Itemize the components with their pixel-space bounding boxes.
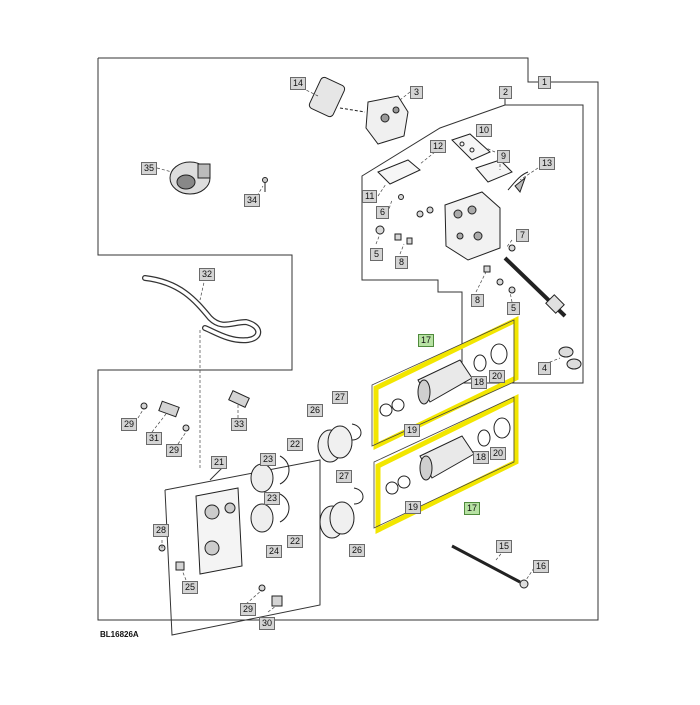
callout-5-lower: 5 [507, 302, 520, 315]
callout-14: 14 [290, 77, 307, 90]
callout-29-bottom: 29 [240, 603, 257, 616]
nut-part-4 [558, 346, 582, 370]
callout-27-upper: 27 [332, 391, 349, 404]
rod-part-15 [451, 544, 529, 589]
highlight-box-lower [375, 393, 519, 535]
callout-26-upper: 26 [307, 404, 324, 417]
callout-20-lower: 20 [490, 447, 507, 460]
subassembly-outline [361, 104, 584, 384]
callout-4: 4 [538, 362, 551, 375]
callout-8-lower: 8 [471, 294, 484, 307]
callout-9: 9 [497, 150, 510, 163]
callout-7: 7 [516, 229, 529, 242]
bracket-part-3 [365, 95, 409, 145]
callout-27-lower: 27 [336, 470, 353, 483]
callout-2: 2 [499, 86, 512, 99]
callout-33: 33 [231, 418, 248, 431]
cartridge-valve-upper [379, 343, 508, 417]
plate-part-10 [451, 133, 491, 161]
callout-34: 34 [244, 194, 261, 207]
callout-12: 12 [430, 140, 447, 153]
seals-and-body [195, 455, 290, 575]
callout-32: 32 [199, 268, 216, 281]
wire-part-13 [507, 171, 529, 193]
solenoid-part-14 [308, 76, 366, 118]
callout-19-lower: 19 [405, 501, 422, 514]
callout-21: 21 [211, 456, 228, 469]
manifold-block [444, 191, 501, 261]
callout-10: 10 [476, 124, 493, 137]
callout-22-upper: 22 [287, 438, 304, 451]
small-fittings [375, 194, 516, 294]
callout-11: 11 [362, 190, 378, 203]
pistons-and-springs [317, 423, 364, 539]
callout-28: 28 [153, 524, 170, 537]
plate-part-11 [377, 159, 421, 185]
callout-35: 35 [141, 162, 158, 175]
callout-6: 6 [376, 206, 389, 219]
callout-24: 24 [266, 545, 283, 558]
screw-part-34 [262, 177, 268, 192]
callout-23-lower: 23 [264, 492, 281, 505]
plate-part-9 [475, 159, 513, 183]
sensor-part-35 [169, 161, 211, 195]
callout-17-lower: 17 [464, 502, 481, 515]
callout-31: 31 [146, 432, 163, 445]
callout-19-upper: 19 [404, 424, 421, 437]
callout-30: 30 [259, 617, 276, 630]
valve-stem-part-7 [503, 256, 567, 318]
callout-18-lower: 18 [473, 451, 490, 464]
callout-15: 15 [496, 540, 513, 553]
callout-29-mid: 29 [166, 444, 183, 457]
callout-22-lower: 22 [287, 535, 304, 548]
callout-18-upper: 18 [471, 376, 488, 389]
diagram-code: BL16826A [100, 630, 139, 639]
callout-3: 3 [410, 86, 423, 99]
callout-25: 25 [182, 581, 199, 594]
callout-20-upper: 20 [489, 370, 506, 383]
assembly-outline [97, 57, 599, 621]
callout-5-upper: 5 [370, 248, 383, 261]
callout-8-upper: 8 [395, 256, 408, 269]
callout-13: 13 [539, 157, 556, 170]
cartridge-valve-lower [385, 417, 511, 495]
callout-17-upper: 17 [418, 334, 435, 347]
callout-26-lower: 26 [349, 544, 366, 557]
callout-23-upper: 23 [260, 453, 277, 466]
callout-16: 16 [533, 560, 550, 573]
callout-1: 1 [538, 76, 551, 89]
callout-29-left: 29 [121, 418, 138, 431]
highlight-group [373, 316, 519, 535]
highlight-box-upper [373, 316, 519, 450]
